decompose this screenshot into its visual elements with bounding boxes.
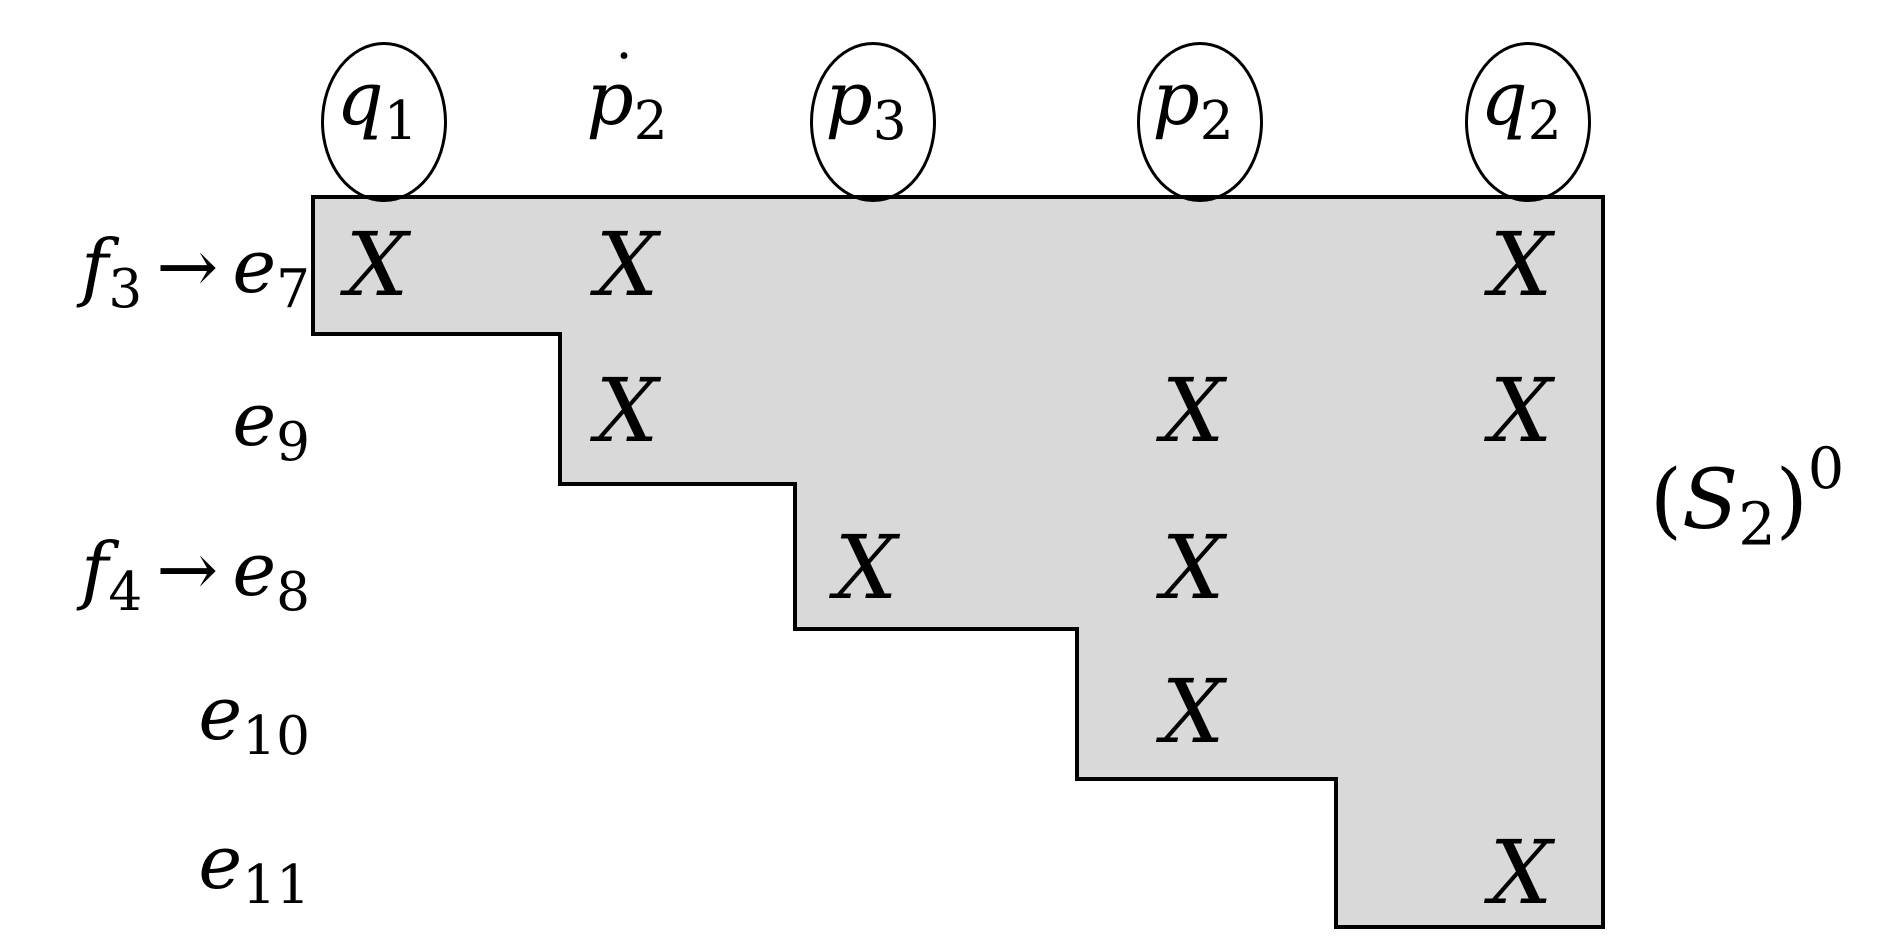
column-header-3: p3 xyxy=(786,42,946,202)
time-derivative-dot: ˙ xyxy=(609,43,639,113)
column-header-2: p2˙ xyxy=(586,43,668,152)
right-arrow-icon: → xyxy=(156,527,219,613)
row-label-1: f3→e7 xyxy=(81,224,310,320)
column-header-5: q2 xyxy=(1441,42,1601,202)
right-arrow-icon: → xyxy=(156,224,219,310)
column-header-1: q1 xyxy=(297,42,457,202)
cell-mark-r1-c1: X xyxy=(345,213,409,316)
cell-mark-r3-c3: X xyxy=(834,516,898,619)
cell-mark-r2-c5: X xyxy=(1489,359,1553,462)
cell-mark-r1-c2: X xyxy=(595,213,659,316)
column-header-4: p2 xyxy=(1113,42,1273,202)
row-label-2: e9 xyxy=(232,377,310,473)
cell-mark-r5-c5: X xyxy=(1489,821,1553,924)
cell-mark-r2-c2: X xyxy=(595,359,659,462)
staircase-shape xyxy=(311,195,1605,929)
region-label: (S2)0 xyxy=(1650,434,1845,559)
cell-mark-r4-c4: X xyxy=(1161,660,1225,763)
row-label-4: e10 xyxy=(198,671,310,767)
cell-mark-r2-c4: X xyxy=(1161,359,1225,462)
row-label-3: f4→e8 xyxy=(81,527,310,623)
cell-mark-r3-c4: X xyxy=(1161,516,1225,619)
row-label-5: e11 xyxy=(198,820,310,916)
cell-mark-r1-c5: X xyxy=(1489,213,1553,316)
